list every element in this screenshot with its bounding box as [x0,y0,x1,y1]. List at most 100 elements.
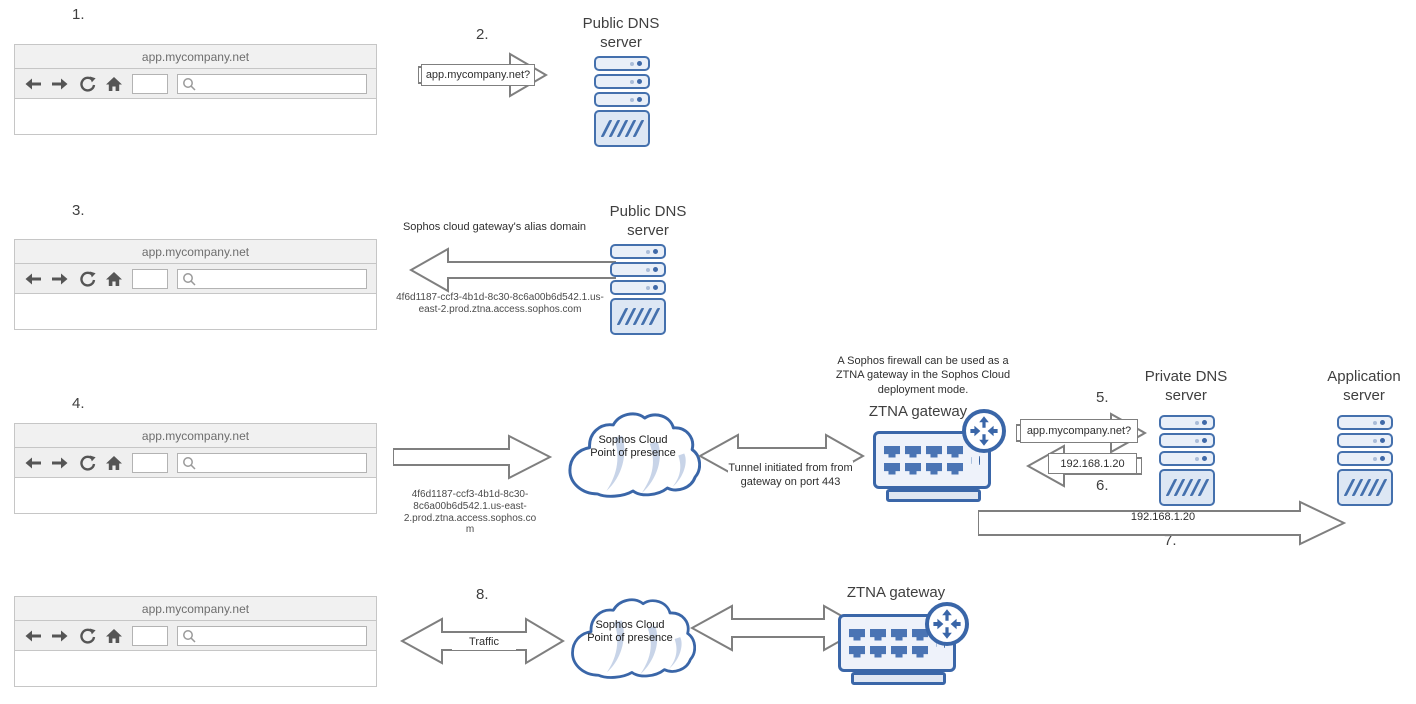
server-slab [1337,451,1393,466]
step-7-label: 7. [1164,532,1177,549]
home-icon [106,628,122,643]
server-slab [1159,415,1215,430]
app-connect-arrow [978,500,1346,546]
back-icon [25,78,41,89]
cloud-label: Sophos Cloud Point of presence [587,619,673,645]
tunnel-label: Tunnel initiated from from gateway on po… [728,461,853,490]
step-3-label: 3. [72,202,85,219]
back-icon [25,630,41,641]
browser-content [15,651,376,686]
alias-domain-text: 4f6d1187-ccf3-4b1d-8c30-8c6a00b6d542.1.u… [396,292,604,315]
search-icon [183,456,196,470]
back-icon [25,457,41,468]
search-icon [183,272,196,286]
private-dns-server-title: Private DNS server [1144,368,1228,405]
forward-icon [52,457,68,468]
server-slab [1159,433,1215,448]
refresh-icon [80,628,96,644]
status-led [979,455,980,465]
step-6-label: 6. [1096,477,1109,494]
step-8-label: 8. [476,586,489,603]
address-box [132,625,168,646]
search-field [177,625,367,646]
ethernet-ports [884,445,963,475]
refresh-icon [80,76,96,92]
browser-window-2: app.mycompany.net [14,239,377,330]
forward-icon [52,78,68,89]
cloud-label: Sophos Cloud Point of presence [590,434,676,460]
forward-icon [52,273,68,284]
home-icon [106,76,122,91]
browser-toolbar [15,621,376,651]
browser-url-bar: app.mycompany.net [15,45,376,69]
router-icon [962,409,1006,453]
app-connect-ip-label: 192.168.1.20 [1130,511,1196,523]
traffic-label: Traffic [452,632,516,650]
dns-response-arrow [408,247,616,293]
address-box [132,452,168,473]
browser-content [15,478,376,513]
browser-url-bar: app.mycompany.net [15,240,376,264]
public-dns-server-icon [610,244,666,335]
browser-url-bar: app.mycompany.net [15,424,376,448]
application-server-icon [1337,415,1393,506]
server-slab [610,244,666,259]
search-icon [183,77,196,91]
private-dns-query-label: app.mycompany.net? [1020,419,1138,443]
server-slab [610,280,666,295]
browser-toolbar [15,69,376,99]
public-dns-server-icon [594,56,650,147]
server-slab [1337,433,1393,448]
server-base [1159,469,1215,506]
forward-icon [52,630,68,641]
search-icon [183,629,196,643]
server-base [610,298,666,335]
server-slab [1159,451,1215,466]
browser-content [15,99,376,134]
search-field [177,73,367,94]
server-slab [594,92,650,107]
step-4-label: 4. [72,395,85,412]
step-5-label: 5. [1096,389,1109,406]
resolved-ip-label: 192.168.1.20 [1048,453,1137,474]
public-dns-server-title: Public DNS server [582,15,660,52]
address-box [132,268,168,289]
server-base [1337,469,1393,506]
browser-url-bar: app.mycompany.net [15,597,376,621]
step-1-label: 1. [72,6,85,23]
browser-window-4: app.mycompany.net [14,596,377,687]
refresh-icon [80,455,96,471]
home-icon [106,271,122,286]
gateway-base [886,489,981,502]
sophos-cloud-icon [568,412,701,498]
gateway-base [851,672,946,685]
browser-toolbar [15,264,376,294]
search-field [177,268,367,289]
sophos-cloud-icon [571,598,696,679]
address-box [132,73,168,94]
ztna-gateway-title: ZTNA gateway [846,584,946,601]
back-icon [25,273,41,284]
browser-window-3: app.mycompany.net [14,423,377,514]
server-base [594,110,650,147]
application-server-title: Application server [1327,368,1401,405]
browser-window-1: app.mycompany.net [14,44,377,135]
server-slab [594,56,650,71]
private-dns-server-icon [1159,415,1215,506]
public-dns-server-title: Public DNS server [609,203,687,240]
search-field [177,452,367,473]
server-slab [610,262,666,277]
step-2-label: 2. [476,26,489,43]
connect-arrow [393,434,553,480]
server-slab [1337,415,1393,430]
router-icon [925,602,969,646]
firewall-note: A Sophos firewall can be used as a ZTNA … [835,355,1011,396]
home-icon [106,455,122,470]
refresh-icon [80,271,96,287]
alias-domain-caption: Sophos cloud gateway's alias domain [402,221,587,233]
browser-content [15,294,376,329]
ethernet-ports [849,628,928,658]
ztna-gateway-title: ZTNA gateway [868,403,968,420]
dns-query-label: app.mycompany.net? [421,64,535,86]
